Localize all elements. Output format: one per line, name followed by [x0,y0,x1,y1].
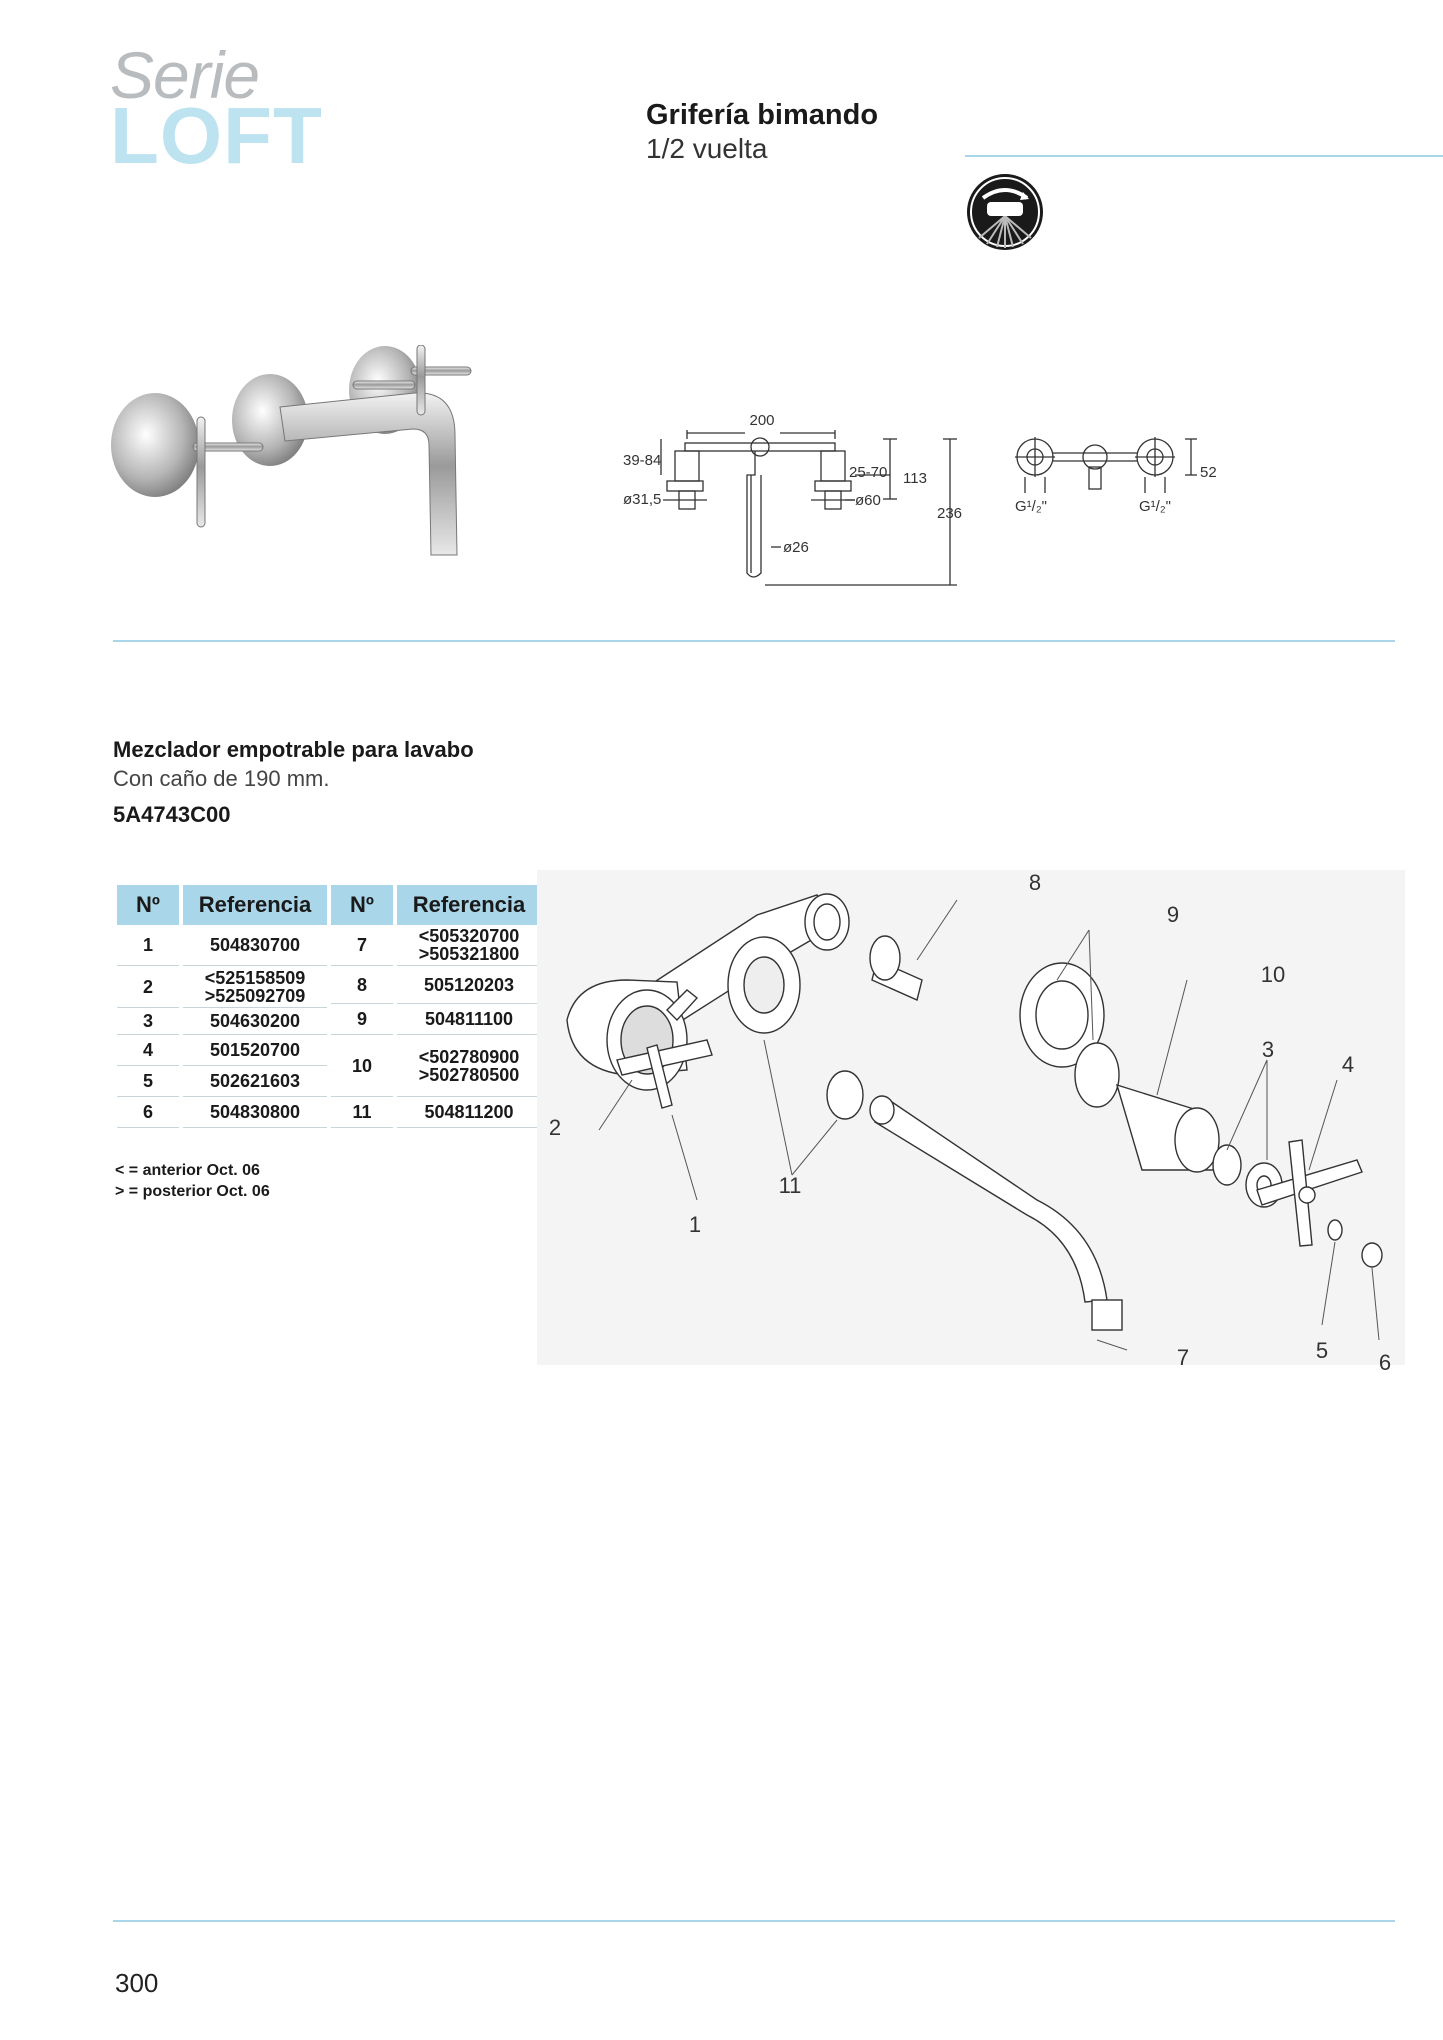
part-reference: 504811100 [397,1004,541,1035]
callout-2: 2 [549,1115,561,1140]
callout-11: 11 [779,1173,802,1198]
col-header-n-2: Nº [331,885,393,925]
parts-table: Nº Referencia Nº Referencia 1 504830700 … [113,885,545,1128]
part-reference: <502780900>502780500 [397,1035,541,1097]
dim-depth: 39-84 [623,452,661,469]
dim-side: 52 [1200,464,1217,481]
part-reference: 504811200 [397,1097,541,1128]
part-number: 9 [331,1004,393,1035]
part-reference: <525158509>525092709 [183,966,327,1008]
col-header-ref-2: Referencia [397,885,541,925]
dimension-drawing-top: 52 G¹/₂" G¹/₂" [1015,437,1217,515]
dim-thread-left: G¹/₂" [1015,498,1047,515]
callout-4: 4 [1342,1052,1354,1077]
part-number: 4 [117,1035,179,1066]
dim-spout: ø26 [783,539,809,556]
product-title: Mezclador empotrable para lavabo [113,737,474,762]
callout-9: 9 [1167,902,1179,927]
part-reference: 505120203 [397,966,541,1004]
part-reference: 504830700 [183,925,327,966]
series-label: Serie [110,38,260,112]
part-number: 8 [331,966,393,1004]
part-number: 2 [117,966,179,1008]
dim-thread-right: G¹/₂" [1139,498,1171,515]
dim-flange: ø60 [855,492,881,509]
callout-3: 3 [1262,1037,1274,1062]
table-legend: < = anterior Oct. 06 > = posterior Oct. … [115,1160,270,1202]
callout-8: 8 [1029,870,1041,895]
callout-10: 10 [1261,962,1285,987]
exploded-view-drawing: 8 9 10 3 4 2 11 1 7 5 6 [537,870,1405,1370]
part-reference: 504830800 [183,1097,327,1128]
dim-range: 25-70 [849,464,887,481]
part-number: 7 [331,925,393,966]
part-number: 3 [117,1008,179,1035]
product-code: 5A4743C00 [113,802,231,827]
section-rule [113,640,1395,642]
part-reference: 501520700 [183,1035,327,1066]
part-number: 1 [117,925,179,966]
product-subtitle: Con caño de 190 mm. [113,766,330,791]
col-header-n: Nº [117,885,179,925]
dim-rosette: ø31,5 [623,491,661,508]
dim-width: 200 [749,412,774,429]
legend-line-before: < = anterior Oct. 06 [115,1162,260,1179]
callout-7: 7 [1177,1345,1189,1370]
page-title: Grifería bimando [646,99,879,131]
half-turn-icon [967,174,1043,250]
dim-height-a: 113 [903,470,927,487]
part-number: 6 [117,1097,179,1128]
dimension-drawing-front: 200 39-84 ø31,5 ø26 25-70 ø60 113 236 [623,412,962,586]
callout-1: 1 [689,1212,701,1237]
page-subtitle: 1/2 vuelta [646,133,768,164]
callout-6: 6 [1379,1350,1391,1370]
dim-height-b: 236 [937,505,962,522]
legend-line-after: > = posterior Oct. 06 [115,1183,270,1200]
footer-rule [113,1920,1395,1922]
part-reference: 502621603 [183,1066,327,1097]
part-number: 11 [331,1097,393,1128]
series-name: LOFT [110,91,323,180]
part-number: 5 [117,1066,179,1097]
part-reference: <505320700>505321800 [397,925,541,966]
part-reference: 504630200 [183,1008,327,1035]
product-photo [111,345,472,556]
page-number: 300 [115,1968,159,1998]
part-number: 10 [331,1035,393,1097]
callout-5: 5 [1316,1338,1328,1363]
col-header-ref: Referencia [183,885,327,925]
header-rule [965,155,1443,157]
